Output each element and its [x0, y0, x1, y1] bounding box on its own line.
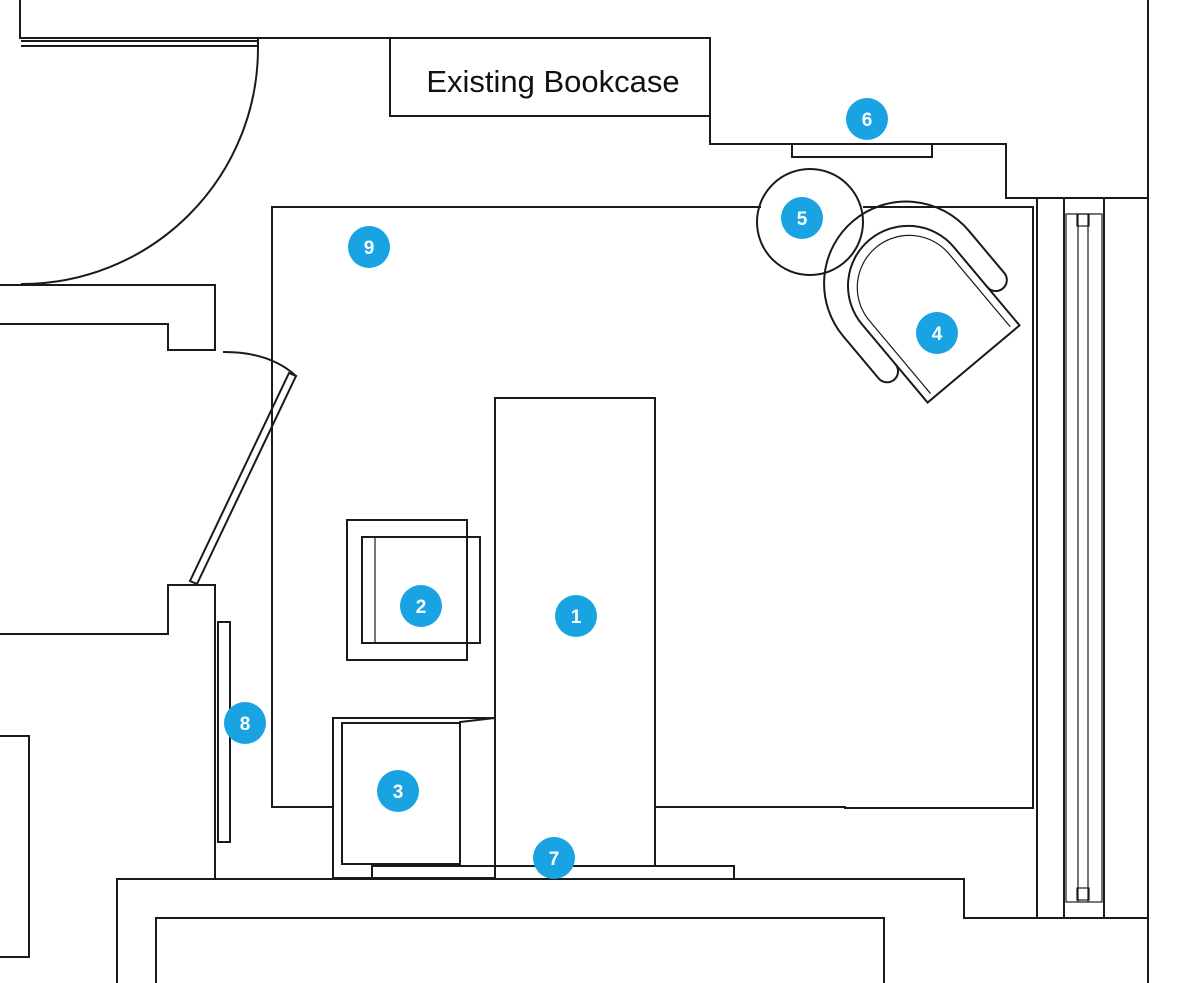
bookcase-label: Existing Bookcase — [426, 64, 679, 99]
window — [1036, 197, 1105, 919]
svg-text:3: 3 — [393, 782, 404, 803]
marker-9: 9 — [348, 226, 390, 268]
svg-text:4: 4 — [932, 324, 943, 345]
existing-bookcase: Existing Bookcase — [389, 37, 711, 117]
walls — [0, 0, 1149, 983]
svg-text:5: 5 — [797, 209, 808, 230]
svg-text:7: 7 — [549, 849, 560, 870]
marker-4: 4 — [916, 312, 958, 354]
armchair — [823, 200, 1021, 404]
desk-chair — [346, 519, 481, 661]
marker-6: 6 — [846, 98, 888, 140]
desk — [459, 397, 656, 867]
wall-shelf — [791, 143, 933, 158]
rug — [271, 206, 1034, 809]
side-table — [756, 168, 864, 276]
marker-7: 7 — [533, 837, 575, 879]
svg-text:8: 8 — [240, 714, 251, 735]
svg-text:1: 1 — [571, 607, 582, 628]
svg-text:9: 9 — [364, 238, 375, 259]
marker-8: 8 — [224, 702, 266, 744]
marker-3: 3 — [377, 770, 419, 812]
svg-text:2: 2 — [416, 597, 427, 618]
marker-5: 5 — [781, 197, 823, 239]
marker-2: 2 — [400, 585, 442, 627]
marker-1: 1 — [555, 595, 597, 637]
doors — [20, 39, 298, 586]
svg-text:6: 6 — [862, 110, 873, 131]
